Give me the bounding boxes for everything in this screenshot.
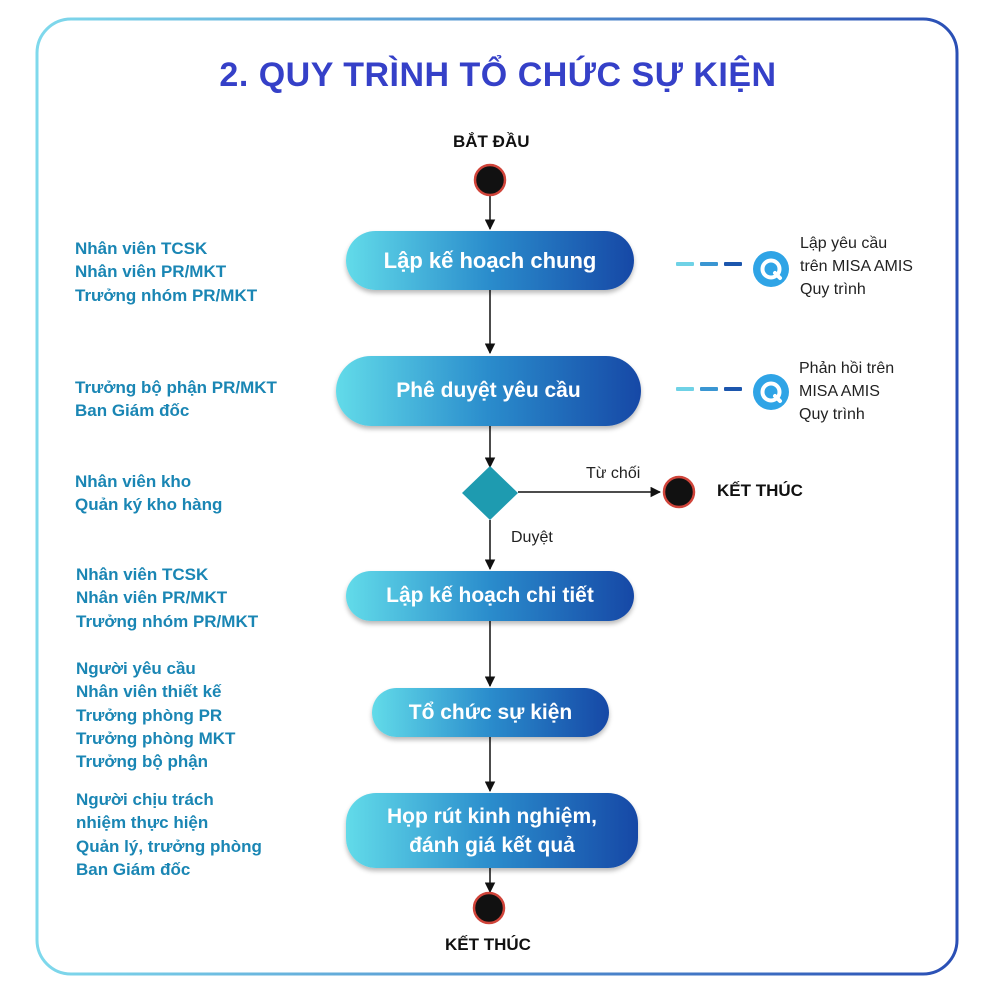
decision-diamond bbox=[462, 466, 518, 520]
actor: Trưởng nhóm PR/MKT bbox=[76, 611, 259, 631]
actor: Nhân viên kho bbox=[75, 472, 192, 491]
step-label: Phê duyệt yêu cầu bbox=[396, 379, 581, 402]
note-line: MISA AMIS bbox=[799, 383, 880, 400]
step-review-meeting: Họp rút kinh nghiệm, đánh giá kết quả bbox=[346, 793, 638, 868]
note-line: Quy trình bbox=[799, 406, 865, 423]
note-line: Phản hồi trên bbox=[799, 360, 895, 377]
final-end-node bbox=[472, 891, 506, 925]
step-label: Lập kế hoạch chung bbox=[383, 247, 597, 273]
page-title: 2. QUY TRÌNH TỔ CHỨC SỰ KIỆN bbox=[219, 56, 777, 94]
actor: Trưởng nhóm PR/MKT bbox=[75, 285, 258, 305]
final-end-label: KẾT THÚC bbox=[445, 935, 531, 954]
start-label: BẮT ĐẦU bbox=[453, 132, 530, 151]
actors-decision: Nhân viên kho Quản ký kho hàng bbox=[75, 470, 222, 517]
step-approve-request: Phê duyệt yêu cầu bbox=[336, 356, 641, 426]
note-step-approve-request: Phản hồi trên MISA AMIS Quy trình bbox=[799, 357, 894, 426]
misa-amis-icon bbox=[753, 251, 789, 287]
actor: Nhân viên TCSK bbox=[75, 239, 208, 258]
actor: nhiệm thực hiện bbox=[76, 813, 209, 833]
note-connector-1 bbox=[676, 262, 742, 266]
note-line: Lập yêu cầu bbox=[800, 235, 888, 252]
start-node bbox=[473, 163, 507, 197]
misa-amis-icon bbox=[753, 374, 789, 410]
actor: Người yêu cầu bbox=[76, 659, 196, 678]
note-line: trên MISA AMIS bbox=[800, 258, 913, 275]
reject-end-node bbox=[662, 475, 696, 509]
step-detailed-plan: Lập kế hoạch chi tiết bbox=[346, 571, 634, 621]
step-general-plan: Lập kế hoạch chung bbox=[346, 231, 634, 290]
actor: Ban Giám đốc bbox=[75, 401, 190, 421]
actor: Trưởng bộ phận PR/MKT bbox=[75, 378, 277, 397]
step-run-event: Tổ chức sự kiện bbox=[372, 688, 609, 737]
reject-end-label: KẾT THÚC bbox=[717, 481, 803, 500]
actor: Nhân viên PR/MKT bbox=[76, 588, 228, 608]
approve-edge-label: Duyệt bbox=[511, 529, 553, 546]
step-label: Họp rút kinh nghiệm, đánh giá kết quả bbox=[387, 804, 597, 857]
actors-step-approve-request: Trưởng bộ phận PR/MKT Ban Giám đốc bbox=[75, 376, 277, 423]
actors-step-run-event: Người yêu cầu Nhân viên thiết kế Trưởng … bbox=[76, 657, 235, 773]
actors-step-review-meeting: Người chịu trách nhiệm thực hiện Quản lý… bbox=[76, 788, 262, 881]
actor: Ban Giám đốc bbox=[76, 859, 191, 879]
note-line: Quy trình bbox=[800, 281, 866, 298]
step-label: Tổ chức sự kiện bbox=[408, 700, 573, 724]
actor: Trưởng phòng MKT bbox=[76, 728, 236, 748]
actor: Nhân viên thiết kế bbox=[76, 682, 222, 702]
actors-step-general-plan: Nhân viên TCSK Nhân viên PR/MKT Trưởng n… bbox=[75, 237, 257, 307]
reject-edge-label: Từ chối bbox=[586, 465, 641, 482]
actor: Trưởng phòng PR bbox=[76, 705, 223, 725]
actor: Quản lý, trưởng phòng bbox=[76, 836, 262, 856]
actor: Trưởng bộ phận bbox=[76, 752, 209, 772]
actor: Nhân viên TCSK bbox=[76, 565, 209, 584]
actor: Người chịu trách bbox=[76, 790, 214, 809]
note-connector-2 bbox=[676, 387, 742, 391]
actor: Nhân viên PR/MKT bbox=[75, 262, 227, 282]
actor: Quản ký kho hàng bbox=[75, 495, 223, 515]
note-step-general-plan: Lập yêu cầu trên MISA AMIS Quy trình bbox=[800, 232, 913, 301]
actors-step-detailed-plan: Nhân viên TCSK Nhân viên PR/MKT Trưởng n… bbox=[76, 563, 258, 633]
step-label: Lập kế hoạch chi tiết bbox=[386, 584, 594, 607]
